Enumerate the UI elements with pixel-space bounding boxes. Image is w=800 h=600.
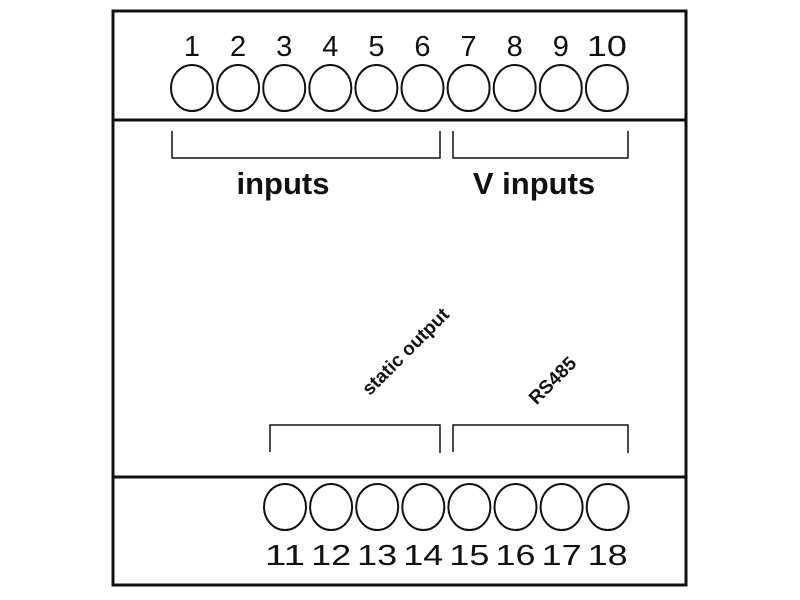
inputs-label: inputs: [237, 166, 330, 201]
terminal-8-connector: [492, 64, 537, 112]
terminal-14-connector: [401, 483, 446, 531]
terminal-number: 9: [553, 31, 569, 63]
terminal-18-connector: [585, 483, 630, 531]
v-inputs-label: V inputs: [473, 166, 595, 201]
static-output-label: static output: [358, 304, 454, 400]
v-inputs-bracket: [452, 131, 629, 159]
terminal-12-connector: [309, 483, 354, 531]
terminal-number: 13: [357, 540, 397, 572]
terminal-number: 3: [276, 31, 292, 63]
terminal-number: 12: [311, 540, 351, 572]
terminal-15-connector: [447, 483, 492, 531]
terminal-number: 7: [461, 31, 477, 63]
terminal-number: 5: [368, 31, 384, 63]
terminal-number: 11: [265, 540, 305, 572]
terminal-17-connector: [539, 483, 584, 531]
terminal-2-connector: [216, 64, 261, 112]
terminal-3-connector: [262, 64, 307, 112]
terminal-number: 14: [403, 540, 443, 572]
terminal-6-connector: [400, 64, 445, 112]
rs485-bracket: [452, 424, 629, 453]
terminal-number: 2: [230, 31, 246, 63]
terminal-number: 18: [588, 540, 628, 572]
terminal-number: 1: [184, 31, 200, 63]
terminal-9-connector: [538, 64, 583, 112]
terminal-16-connector: [493, 483, 538, 531]
terminal-number: 16: [496, 540, 536, 572]
terminal-5-connector: [354, 64, 399, 112]
terminal-10-connector: [584, 64, 629, 112]
terminal-number: 4: [322, 31, 338, 63]
terminal-7-connector: [446, 64, 491, 112]
terminal-4-connector: [308, 64, 353, 112]
terminal-number: 8: [507, 31, 523, 63]
terminal-number: 10: [587, 31, 627, 63]
rs485-label: RS485: [525, 353, 581, 409]
terminal-number: 15: [449, 540, 489, 572]
terminal-number: 17: [542, 540, 582, 572]
terminal-number: 6: [414, 31, 430, 63]
terminal-1-connector: [170, 64, 214, 112]
terminal-11-connector: [263, 483, 307, 531]
device-outline: [111, 9, 688, 587]
inputs-bracket: [171, 131, 441, 159]
terminal-13-connector: [355, 483, 400, 531]
static-output-bracket: [269, 424, 441, 453]
